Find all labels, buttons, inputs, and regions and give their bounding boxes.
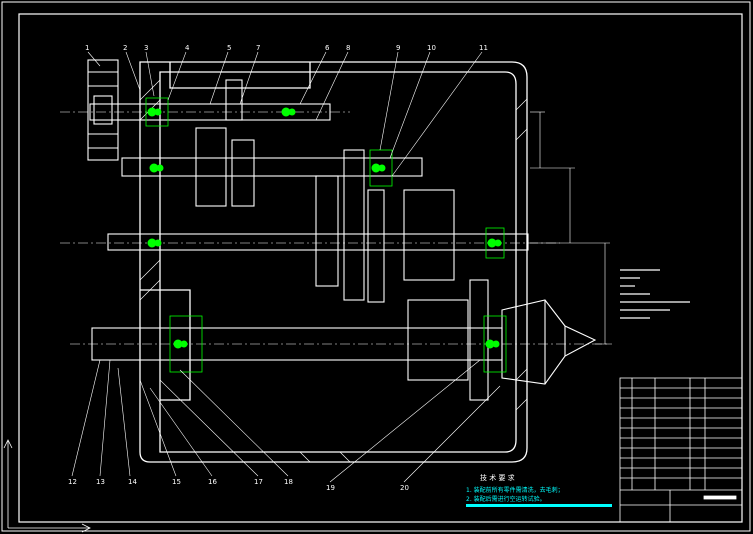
ucs-axis-icon (3, 439, 91, 533)
part-number-labels-top: 1 2 3 4 5 7 6 8 9 10 11 (85, 44, 488, 52)
part-number-label: 4 (185, 44, 190, 52)
spec-text-block (620, 269, 690, 319)
part-number-label: 20 (400, 484, 409, 492)
gearbox-housing (139, 61, 528, 463)
leader-lines (71, 51, 501, 483)
part-number-label: 17 (254, 478, 263, 486)
part-number-label: 11 (479, 44, 488, 52)
spindle-nose-chuck (501, 299, 597, 385)
part-number-label: 2 (123, 44, 127, 52)
bearing-housings (145, 97, 507, 373)
tech-note-1: 1. 装配前所有零件需清洗，去毛刺； (466, 486, 564, 494)
part-number-label: 5 (227, 44, 231, 52)
part-number-label: 15 (172, 478, 181, 486)
part-number-label: 1 (85, 44, 89, 52)
gears (195, 79, 489, 401)
part-number-label: 7 (256, 44, 260, 52)
part-number-label: 13 (96, 478, 105, 486)
part-number-label: 18 (284, 478, 293, 486)
part-number-label: 12 (68, 478, 77, 486)
part-number-label: 19 (326, 484, 335, 492)
technical-requirements: 技 术 要 求 1. 装配前所有零件需清洗，去毛刺； 2. 装配后需进行空运转试… (466, 473, 612, 507)
part-number-label: 8 (346, 44, 350, 52)
tech-note-2: 2. 装配后需进行空运转试验。 (466, 495, 546, 503)
title-block (619, 377, 743, 523)
part-number-labels-bottom: 12 13 14 15 16 17 18 19 20 (68, 478, 409, 492)
part-number-label: 14 (128, 478, 137, 486)
section-hatching (139, 79, 528, 463)
inner-frame (18, 13, 743, 523)
tech-requirements-title: 技 术 要 求 (480, 473, 515, 482)
part-number-label: 10 (427, 44, 436, 52)
v-belt-pulley (87, 59, 119, 161)
dimension-lines (530, 111, 612, 345)
part-number-label: 16 (208, 478, 217, 486)
part-number-label: 6 (325, 44, 330, 52)
tech-note-bar (466, 504, 612, 507)
part-number-label: 9 (396, 44, 400, 52)
part-number-label: 3 (144, 44, 148, 52)
bearings (147, 107, 502, 349)
